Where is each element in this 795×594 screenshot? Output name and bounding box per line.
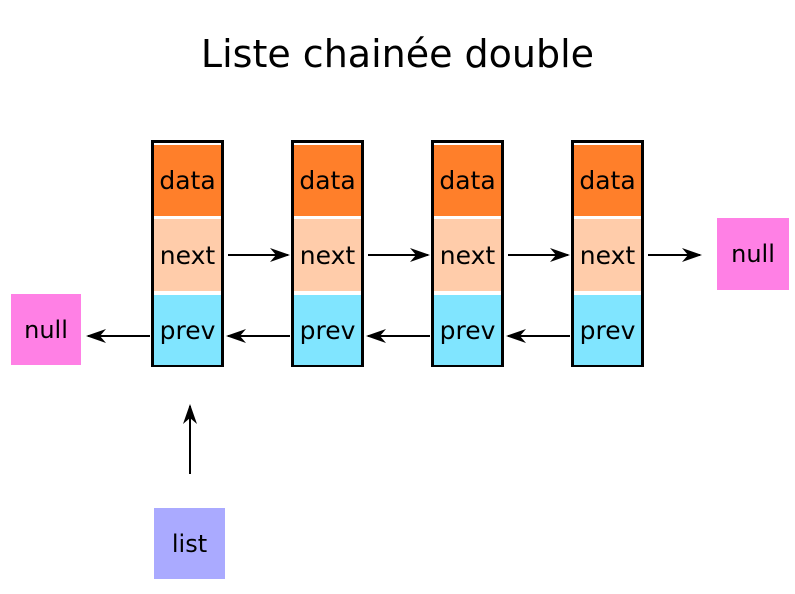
null-box-left: null: [11, 294, 81, 365]
node-3-data-cell: data: [434, 145, 501, 216]
node-4-prev-cell: prev: [574, 295, 641, 365]
node-3-prev-cell: prev: [434, 295, 501, 365]
list-node-4: data next prev: [571, 140, 644, 367]
node-2-prev-cell: prev: [294, 295, 361, 365]
node-1-next-cell: next: [154, 219, 221, 291]
node-2-next-cell: next: [294, 219, 361, 291]
node-2-data-cell: data: [294, 145, 361, 216]
node-1-data-cell: data: [154, 145, 221, 216]
list-head-box: list: [154, 508, 225, 579]
list-node-3: data next prev: [431, 140, 504, 367]
node-3-next-cell: next: [434, 219, 501, 291]
diagram-title: Liste chainée double: [200, 32, 595, 76]
null-box-right: null: [717, 218, 789, 290]
list-node-1: data next prev: [151, 140, 224, 367]
node-4-next-cell: next: [574, 219, 641, 291]
node-4-data-cell: data: [574, 145, 641, 216]
list-node-2: data next prev: [291, 140, 364, 367]
node-1-prev-cell: prev: [154, 295, 221, 365]
